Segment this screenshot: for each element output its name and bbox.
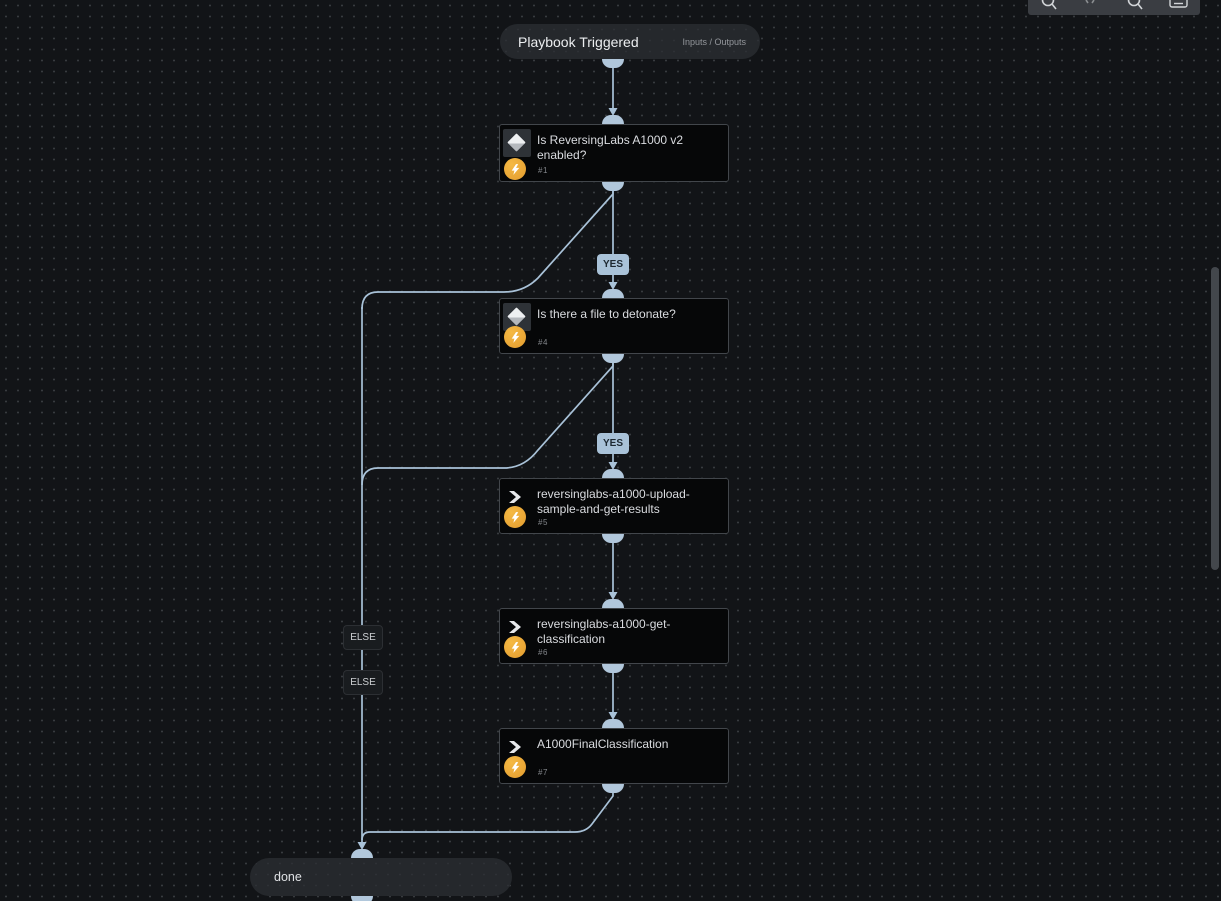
- task-chevron-icon: [509, 621, 521, 633]
- start-node[interactable]: Playbook Triggered Inputs / Outputs: [500, 24, 760, 59]
- keyboard-icon[interactable]: [1167, 0, 1191, 15]
- arrowhead: [608, 282, 618, 290]
- automation-lightning-icon: [504, 326, 526, 348]
- port-out: [602, 664, 624, 673]
- automation-lightning-icon: [504, 636, 526, 658]
- condition-diamond-icon: [507, 133, 526, 152]
- task-number: #7: [538, 768, 548, 777]
- edge-label-else[interactable]: ELSE: [343, 625, 383, 650]
- task-node-7[interactable]: A1000FinalClassification #7: [499, 728, 729, 784]
- task-number: #6: [538, 648, 548, 657]
- canvas-toolbar: [1028, 0, 1200, 15]
- task-number: #5: [538, 518, 548, 527]
- task-number: #4: [538, 338, 548, 347]
- arrowhead: [357, 842, 367, 850]
- zoom-in-icon[interactable]: [1123, 0, 1147, 15]
- port-in: [602, 469, 624, 478]
- task-node-6[interactable]: reversinglabs-a1000-get-classification #…: [499, 608, 729, 664]
- pan-icon[interactable]: [1078, 0, 1102, 15]
- edge-label-yes[interactable]: YES: [597, 433, 629, 454]
- task-title: reversinglabs-a1000-upload-sample-and-ge…: [537, 487, 690, 516]
- automation-lightning-icon: [504, 756, 526, 778]
- arrowhead: [608, 108, 618, 116]
- port-out: [602, 534, 624, 543]
- edge-1-else: [361, 191, 614, 310]
- task-node-4[interactable]: Is there a file to detonate? #4: [499, 298, 729, 354]
- edge-4-else: [361, 363, 614, 486]
- port-out: [602, 784, 624, 793]
- task-number: #1: [538, 166, 548, 175]
- end-node-title: done: [274, 870, 302, 884]
- port-in: [602, 115, 624, 124]
- arrowhead: [608, 592, 618, 600]
- automation-lightning-icon: [504, 506, 526, 528]
- task-title: Is ReversingLabs A1000 v2 enabled?: [537, 133, 684, 162]
- port-in: [602, 599, 624, 608]
- task-title: reversinglabs-a1000-get-classification: [537, 617, 671, 646]
- start-node-title: Playbook Triggered: [518, 33, 639, 50]
- port-out: [602, 59, 624, 68]
- port-in: [602, 289, 624, 298]
- zoom-out-icon[interactable]: [1037, 0, 1061, 15]
- port-out: [602, 182, 624, 191]
- condition-diamond-icon: [507, 307, 526, 326]
- port-out: [602, 354, 624, 363]
- port-in: [351, 849, 373, 858]
- port-out: [351, 896, 373, 901]
- arrowhead: [608, 462, 618, 470]
- task-chevron-icon: [509, 741, 521, 753]
- task-chevron-icon: [509, 491, 521, 503]
- automation-lightning-icon: [504, 158, 526, 180]
- task-node-5[interactable]: reversinglabs-a1000-upload-sample-and-ge…: [499, 478, 729, 534]
- task-title: A1000FinalClassification: [537, 737, 669, 751]
- edge-label-yes[interactable]: YES: [597, 254, 629, 275]
- edge-label-else[interactable]: ELSE: [343, 670, 383, 695]
- port-in: [602, 719, 624, 728]
- task-title: Is there a file to detonate?: [537, 307, 676, 321]
- edge-7-to-done: [361, 793, 614, 841]
- task-node-1[interactable]: Is ReversingLabs A1000 v2 enabled? #1: [499, 124, 729, 182]
- arrowhead: [608, 712, 618, 720]
- condition-icon-box: [503, 129, 531, 157]
- end-node-done[interactable]: done: [250, 858, 512, 896]
- inputs-outputs-link[interactable]: Inputs / Outputs: [682, 36, 746, 47]
- vertical-scrollbar-thumb[interactable]: [1211, 267, 1219, 570]
